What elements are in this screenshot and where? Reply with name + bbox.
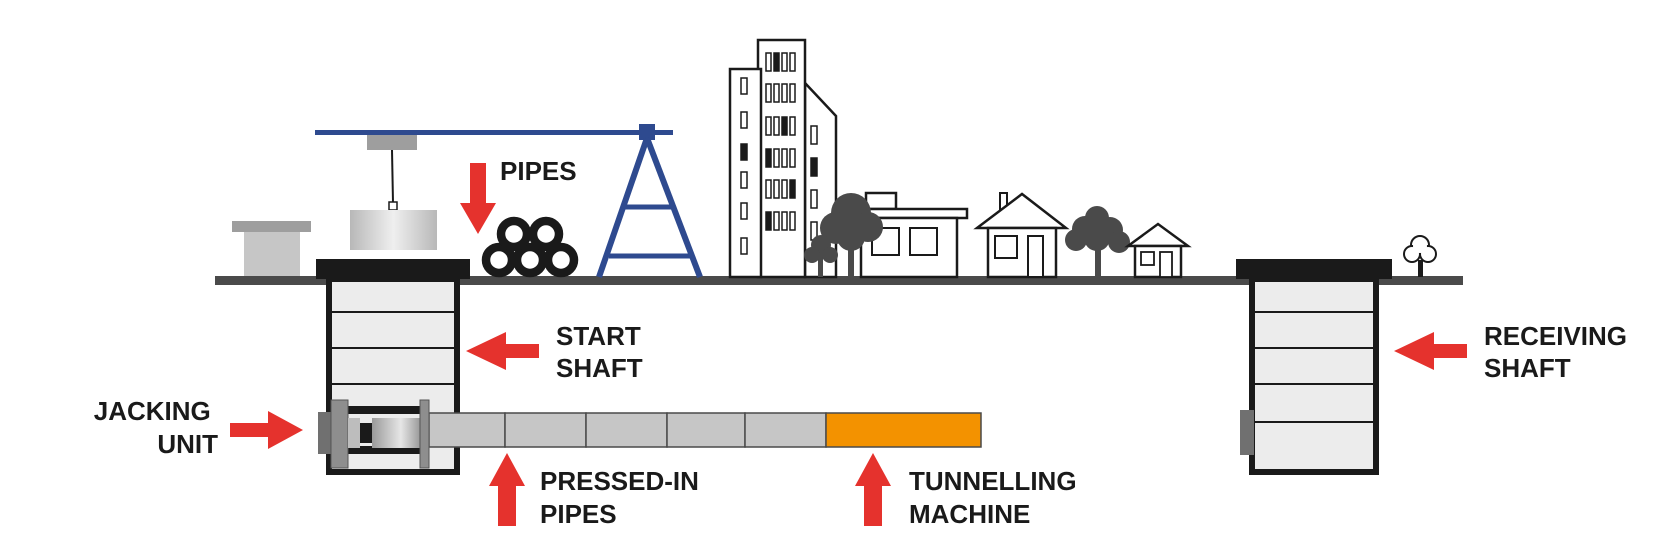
pipes-arrow	[460, 163, 496, 234]
tower-buildings	[728, 38, 838, 279]
tree-small	[804, 235, 838, 277]
receiving-shaft-label: RECEIVING SHAFT	[1484, 321, 1634, 383]
pressed-in-pipes-label: PRESSED-IN PIPES	[540, 466, 706, 529]
pressed-in-pipes-arrow	[489, 453, 525, 526]
receiving-block	[1240, 410, 1254, 455]
start-shaft-label: START SHAFT	[556, 321, 648, 383]
small-gable-house	[1124, 222, 1192, 279]
receiving-shaft	[1236, 259, 1392, 475]
pipe-stack	[481, 216, 579, 278]
storage-block	[232, 221, 311, 276]
gable-house	[973, 192, 1070, 279]
jacking-unit-label: JACKING UNIT	[94, 396, 218, 459]
tunnelling-machine-label: TUNNELLING MACHINE	[909, 466, 1084, 529]
start-shaft-arrow	[466, 332, 539, 370]
tunnelling-machine-arrow	[855, 453, 891, 526]
jacking-unit-arrow	[230, 411, 303, 449]
pipes-label: PIPES	[500, 156, 577, 186]
outline-tree	[1403, 235, 1437, 277]
flat-roof-house	[853, 191, 969, 279]
gantry-crane	[315, 124, 703, 279]
receiving-shaft-arrow	[1394, 332, 1467, 370]
pressed-in-pipes	[428, 412, 827, 448]
tunnelling-machine	[825, 412, 982, 448]
tree-cluster	[1065, 206, 1130, 277]
ground-line	[215, 276, 1463, 285]
tree-large	[820, 193, 883, 277]
jacking-unit	[318, 399, 430, 469]
